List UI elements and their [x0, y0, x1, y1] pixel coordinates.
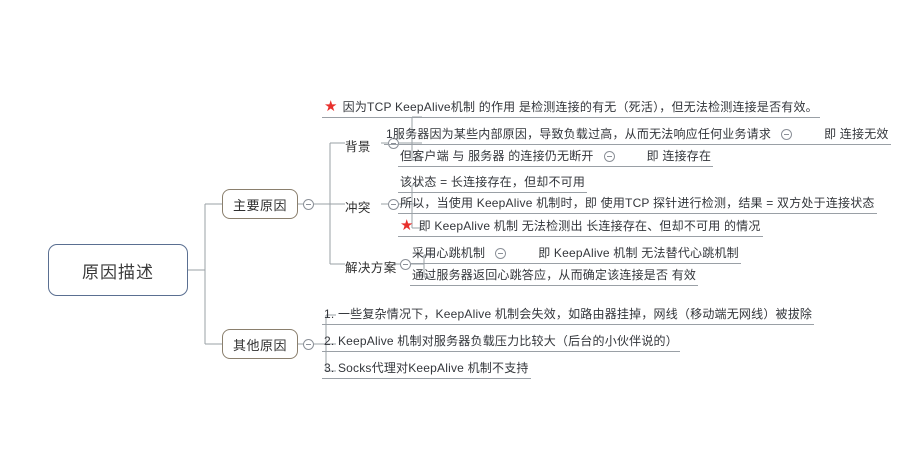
- collapse-toggle-leaf[interactable]: [781, 128, 793, 140]
- leaf-text: 通过服务器返回心跳答应，从而确定该连接是否 有效: [412, 267, 697, 282]
- leaf-item[interactable]: ★ 即 KeepAlive 机制 无法检测出 长连接存在、但却不可用 的情况: [398, 215, 763, 237]
- branch-node-other-cause[interactable]: 其他原因: [222, 329, 298, 359]
- leaf-item[interactable]: ★ 因为TCP KeepAlive机制 的作用 是检测连接的有无（死活），但无法…: [322, 96, 820, 118]
- collapse-toggle-leaf[interactable]: [495, 247, 507, 259]
- collapse-toggle-leaf[interactable]: [603, 150, 615, 162]
- sub-branch-background[interactable]: 背景: [345, 136, 371, 155]
- leaf-tail-text: 即 KeepAlive 机制 无法替代心跳机制: [538, 245, 739, 260]
- branch-label-other-cause: 其他原因: [232, 337, 287, 353]
- leaf-text: 该状态 = 长连接存在，但却不可用: [400, 174, 586, 189]
- leaf-item[interactable]: 采用心跳机制 即 KeepAlive 机制 无法替代心跳机制: [410, 242, 741, 264]
- leaf-tail-text: 即 连接无效: [824, 126, 889, 141]
- leaf-text: 即 KeepAlive 机制 无法检测出 长连接存在、但却不可用 的情况: [418, 218, 761, 233]
- leaf-text: 1. 一些复杂情况下，KeepAlive 机制会失效，如路由器挂掉，网线（移动端…: [324, 306, 813, 321]
- collapse-toggle-solution[interactable]: [400, 258, 411, 270]
- leaf-text: 1服务器因为某些内部原因，导致负载过高，从而无法响应任何业务请求: [386, 126, 772, 141]
- leaf-text: 所以，当使用 KeepAlive 机制时，即 使用TCP 探针进行检测，结果 =…: [400, 195, 875, 210]
- leaf-text: 3. Socks代理对KeepAlive 机制不支持: [324, 360, 529, 375]
- collapse-toggle-conflict[interactable]: [388, 198, 399, 210]
- leaf-tail-text: 即 连接存在: [646, 148, 712, 163]
- collapse-toggle-background[interactable]: [388, 137, 399, 149]
- root-node[interactable]: 原因描述: [48, 244, 188, 296]
- sub-branch-label-solution: 解决方案: [345, 261, 397, 275]
- star-icon: ★: [400, 216, 414, 234]
- leaf-item[interactable]: 3. Socks代理对KeepAlive 机制不支持: [322, 357, 531, 379]
- leaf-text: 但客户端 与 服务器 的连接仍无断开: [400, 148, 594, 163]
- leaf-item[interactable]: 所以，当使用 KeepAlive 机制时，即 使用TCP 探针进行检测，结果 =…: [398, 192, 877, 214]
- star-icon: ★: [324, 97, 338, 115]
- leaf-text: 2. KeepAlive 机制对服务器负载压力比较大（后台的小伙伴说的）: [324, 333, 678, 348]
- sub-branch-solution[interactable]: 解决方案: [345, 257, 397, 276]
- leaf-text: 采用心跳机制: [412, 245, 486, 260]
- sub-branch-label-conflict: 冲突: [345, 201, 371, 215]
- root-node-label: 原因描述: [82, 262, 154, 282]
- branch-node-main-cause[interactable]: 主要原因: [222, 189, 298, 219]
- sub-branch-label-background: 背景: [345, 140, 371, 154]
- leaf-item[interactable]: 1. 一些复杂情况下，KeepAlive 机制会失效，如路由器挂掉，网线（移动端…: [322, 303, 815, 325]
- sub-branch-conflict[interactable]: 冲突: [345, 197, 371, 216]
- leaf-item[interactable]: 2. KeepAlive 机制对服务器负载压力比较大（后台的小伙伴说的）: [322, 330, 680, 352]
- leaf-item[interactable]: 该状态 = 长连接存在，但却不可用: [398, 171, 588, 193]
- leaf-text: 因为TCP KeepAlive机制 的作用 是检测连接的有无（死活），但无法检测…: [342, 99, 818, 114]
- collapse-toggle-other-cause[interactable]: [303, 338, 314, 350]
- collapse-toggle-main-cause[interactable]: [303, 198, 314, 210]
- branch-label-main-cause: 主要原因: [232, 197, 287, 213]
- leaf-item[interactable]: 通过服务器返回心跳答应，从而确定该连接是否 有效: [410, 264, 699, 286]
- leaf-item[interactable]: 但客户端 与 服务器 的连接仍无断开 即 连接存在: [398, 145, 714, 167]
- leaf-item[interactable]: 1服务器因为某些内部原因，导致负载过高，从而无法响应任何业务请求 即 连接无效: [384, 123, 891, 145]
